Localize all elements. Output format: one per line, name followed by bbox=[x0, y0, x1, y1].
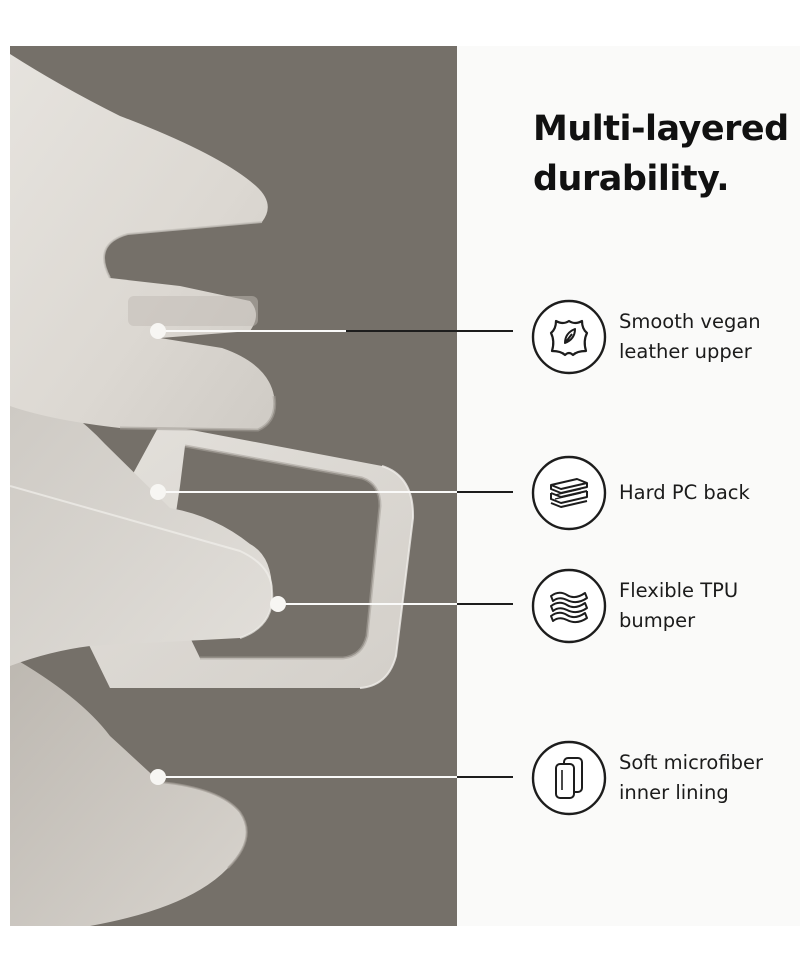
feature-label-line: inner lining bbox=[619, 781, 729, 804]
feature-label-line: Soft microfiber bbox=[619, 751, 764, 774]
feature-microfiber-lining: Soft microfiber inner lining bbox=[529, 738, 800, 818]
headline-line-1: Multi-layered bbox=[533, 109, 789, 149]
flexible-layers-icon bbox=[529, 566, 609, 646]
feature-label-line: Flexible TPU bbox=[619, 579, 739, 602]
stacked-plates-icon bbox=[529, 453, 609, 533]
feature-flexible-tpu: Flexible TPU bumper bbox=[529, 566, 800, 646]
feature-label-line: leather upper bbox=[619, 340, 752, 363]
feature-label-line: bumper bbox=[619, 609, 696, 632]
bumper-inner-edge bbox=[184, 444, 382, 660]
headline: Multi-layered durability. bbox=[533, 104, 795, 204]
phone-lining-icon bbox=[529, 738, 609, 818]
leather-inner-shadow bbox=[128, 296, 258, 326]
feature-label-line: Smooth vegan bbox=[619, 310, 761, 333]
feature-label: Smooth vegan leather upper bbox=[619, 307, 799, 367]
feature-vegan-leather: Smooth vegan leather upper bbox=[529, 297, 800, 377]
leather-cutout-edge bbox=[103, 221, 263, 279]
pc-back-edge bbox=[10, 485, 274, 639]
feature-hard-pc-back: Hard PC back bbox=[529, 453, 800, 533]
lining-edge bbox=[159, 781, 248, 869]
headline-line-2: durability. bbox=[533, 159, 730, 199]
leather-edge-shadow bbox=[119, 395, 277, 432]
exploded-case-illustration bbox=[10, 46, 457, 926]
hard-pc-back-layer bbox=[10, 376, 273, 666]
feature-label: Hard PC back bbox=[619, 478, 799, 508]
feature-label-line: Hard PC back bbox=[619, 481, 750, 504]
feature-label: Flexible TPU bumper bbox=[619, 576, 799, 636]
bumper-highlight bbox=[359, 465, 415, 689]
leather-hide-icon bbox=[529, 297, 609, 377]
vegan-leather-layer bbox=[10, 54, 275, 430]
microfiber-lining-layer bbox=[10, 656, 247, 926]
feature-label: Soft microfiber inner lining bbox=[619, 748, 799, 808]
